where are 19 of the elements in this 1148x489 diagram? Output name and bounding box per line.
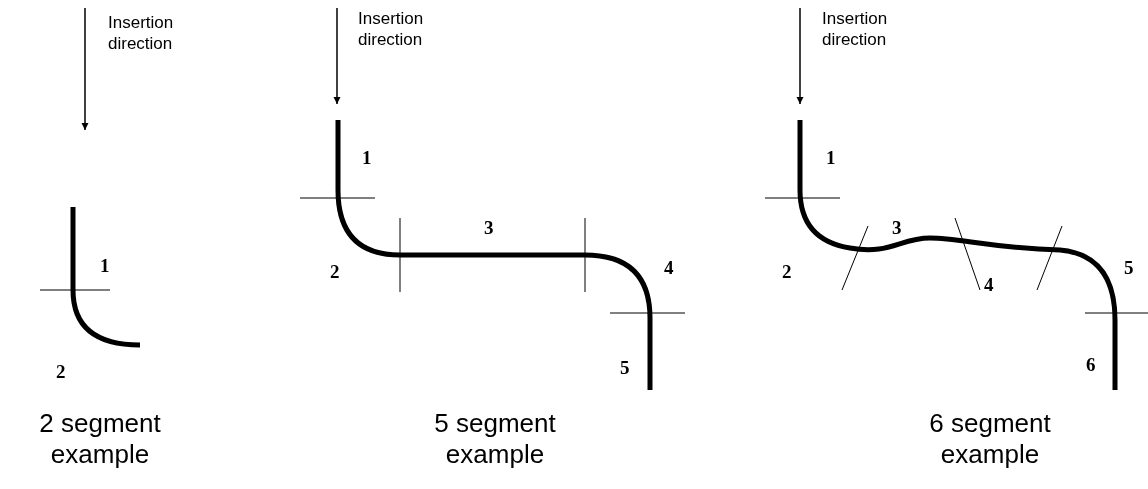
caption: 2 segment example — [38, 408, 162, 470]
callout-number: 5 — [1124, 258, 1134, 278]
callout-number: 4 — [984, 275, 994, 295]
direction-label: Insertion direction — [358, 8, 425, 50]
callout-number: 4 — [664, 258, 674, 278]
callout-number: 2 — [782, 262, 792, 282]
callout-number: 3 — [892, 218, 902, 238]
direction-label: Insertion direction — [108, 12, 175, 54]
callout-number: 1 — [362, 148, 372, 168]
callout-number: 1 — [826, 148, 836, 168]
direction-label: Insertion direction — [822, 8, 889, 50]
caption: 5 segment example — [433, 408, 557, 470]
callout-number: 2 — [56, 362, 66, 382]
caption: 6 segment example — [928, 408, 1052, 470]
callout-number: 3 — [484, 218, 494, 238]
callout-number: 1 — [100, 256, 110, 276]
callout-number: 2 — [330, 262, 340, 282]
callout-number: 5 — [620, 358, 630, 378]
callout-number: 6 — [1086, 355, 1096, 375]
